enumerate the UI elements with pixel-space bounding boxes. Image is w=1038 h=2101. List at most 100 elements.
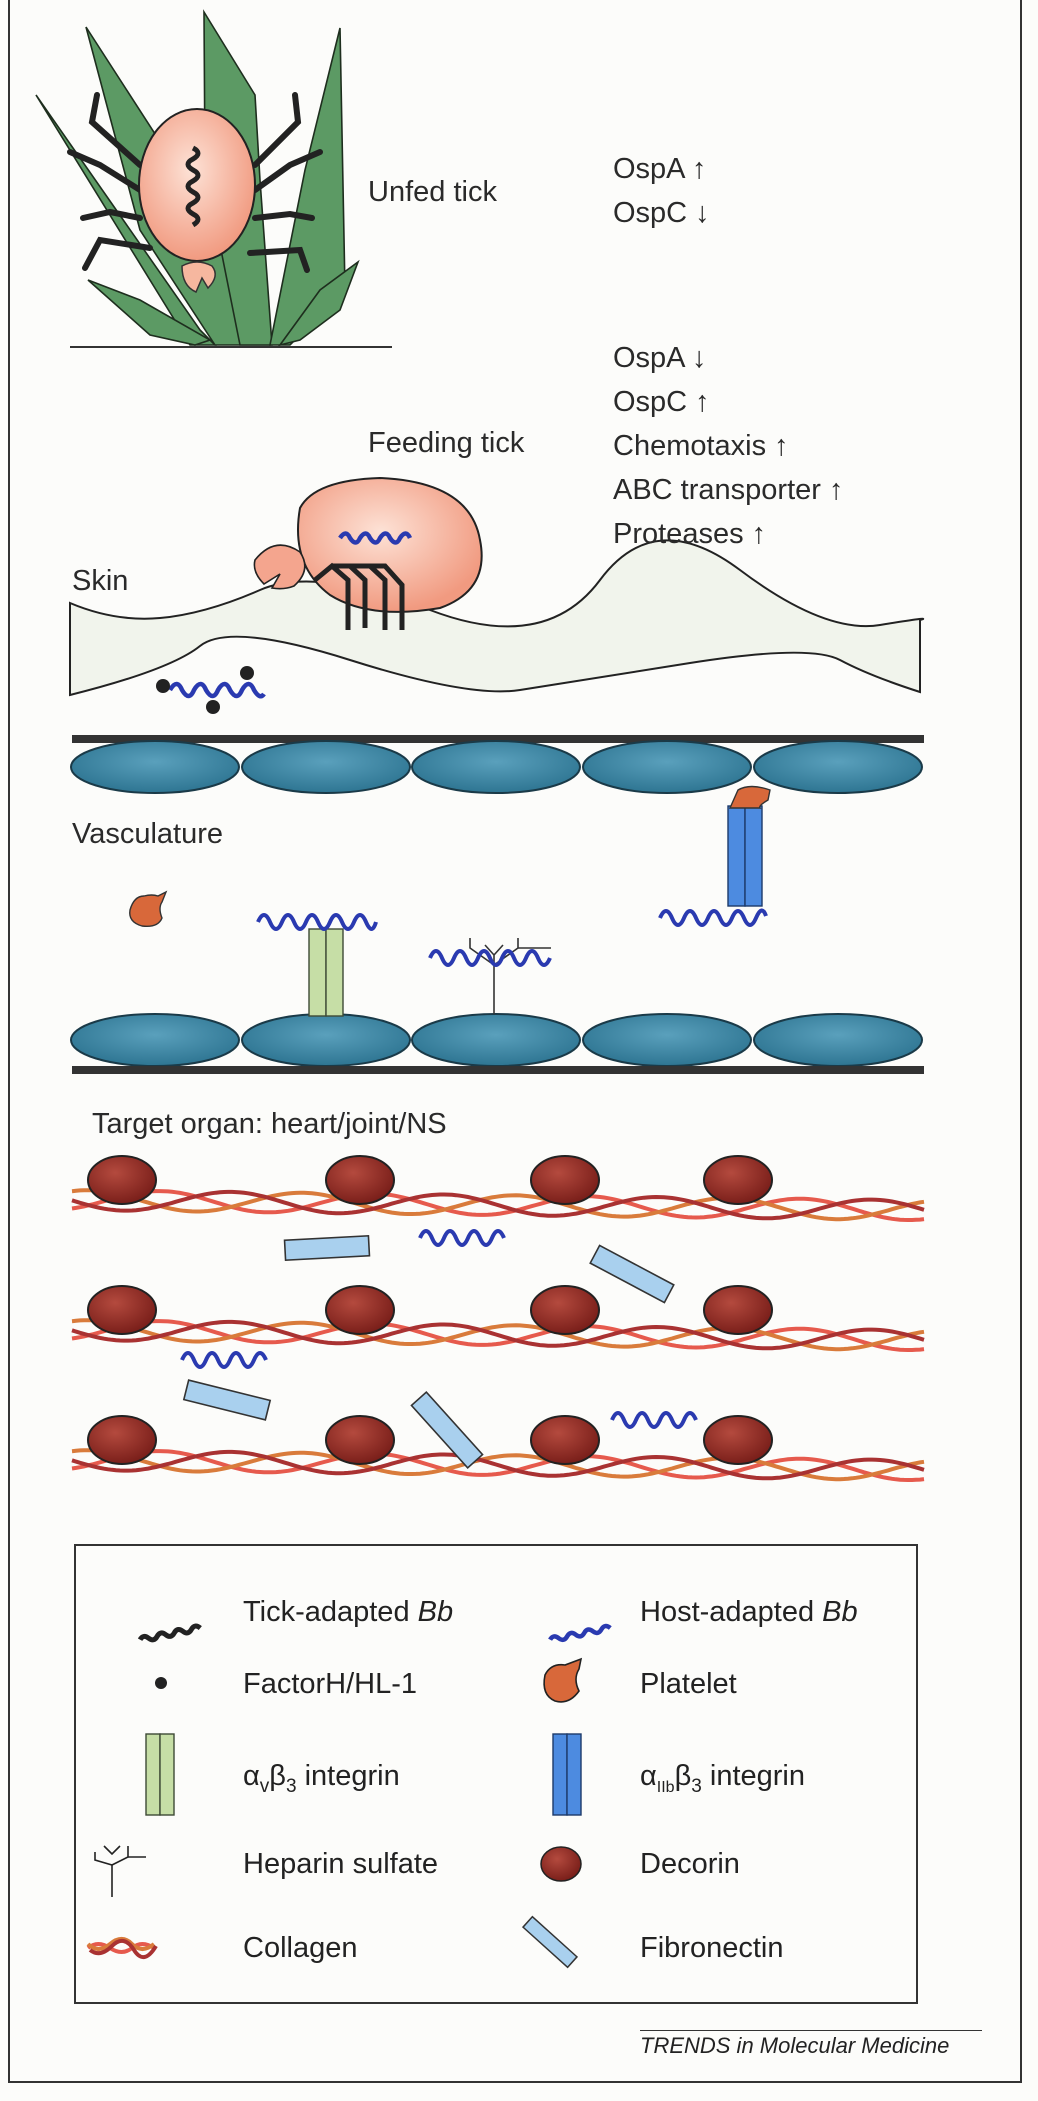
- fibronectin: [410, 1390, 484, 1470]
- platelet-icon: [543, 1657, 583, 1703]
- tick-adapted-spirochete-icon: [137, 1623, 202, 1643]
- heparin-sulfate-icon: [94, 1845, 146, 1897]
- vessel-wall-bottom: [70, 1013, 924, 1074]
- skin-scene: [69, 539, 925, 697]
- legend-icons: [86, 1623, 612, 1969]
- tick-legs-icon: [67, 92, 323, 273]
- sub: 3: [285, 1775, 297, 1797]
- decorin: [530, 1155, 600, 1205]
- collagen-strand: [71, 1448, 925, 1482]
- unfed-tick-body: [138, 108, 256, 262]
- legend-label-factorh: FactorH/HL-1: [243, 1668, 418, 1700]
- decorin: [87, 1155, 157, 1205]
- alpha: α: [243, 1760, 260, 1792]
- factorh-dot-icon: [155, 1677, 167, 1689]
- legend-text: Host-adapted: [640, 1596, 823, 1628]
- avb3-integrin-icon: [145, 1733, 175, 1816]
- decorin: [325, 1155, 395, 1205]
- legend-label-platelet: Platelet: [640, 1668, 737, 1700]
- aiibb3-integrin-icon: [552, 1733, 582, 1816]
- feeding-regulation-list: OspA ↓ OspC ↑ Chemotaxis ↑ ABC transport…: [613, 336, 843, 556]
- skin-label: Skin: [72, 565, 129, 597]
- regulation-item: Chemotaxis ↑: [613, 430, 789, 462]
- figure-frame: [8, 0, 1022, 2083]
- beta: β: [674, 1760, 692, 1792]
- decorin: [325, 1285, 395, 1335]
- legend-text: Tick-adapted: [243, 1596, 418, 1628]
- tick-adapted-spirochete: [185, 145, 201, 228]
- decorin: [87, 1285, 157, 1335]
- skin-layer: [69, 539, 925, 697]
- unfed-tick-scene: [35, 9, 392, 348]
- regulation-item: Proteases ↑: [613, 518, 767, 550]
- factorh-dot: [240, 666, 254, 680]
- unfed-regulation-list: OspA ↑ OspC ↓: [613, 147, 710, 235]
- fibronectin: [589, 1244, 675, 1304]
- feeding-tick: [253, 476, 483, 630]
- target-organ-label: Target organ: heart/joint/NS: [92, 1108, 447, 1140]
- collagen-strand: [71, 1449, 925, 1482]
- legend-box: [74, 1544, 918, 2004]
- legend-text: integrin: [296, 1760, 400, 1792]
- collagen-strand: [71, 1189, 925, 1221]
- host-adapted-spirochete: [180, 1351, 268, 1369]
- sub: IIb: [656, 1778, 675, 1796]
- alpha: α: [640, 1760, 657, 1792]
- host-adapted-spirochete: [418, 1229, 506, 1247]
- skin-spirochete-with-factorh: [156, 666, 266, 714]
- legend-label-fibronectin: Fibronectin: [640, 1932, 784, 1964]
- legend-label-host-adapted: Host-adapted Bb: [640, 1596, 858, 1629]
- decorin: [325, 1415, 395, 1465]
- target-organ-matrix: [71, 1155, 925, 1482]
- legend-italic: Bb: [417, 1596, 454, 1628]
- decorin: [703, 1415, 773, 1465]
- unfed-tick-label: Unfed tick: [368, 176, 497, 208]
- factorh-dot: [206, 700, 220, 714]
- host-adapted-spirochete: [610, 1411, 698, 1429]
- legend-text: integrin: [701, 1760, 805, 1792]
- decorin: [703, 1155, 773, 1205]
- vasculature-label: Vasculature: [72, 818, 223, 850]
- decorin: [87, 1415, 157, 1465]
- collagen-strand: [71, 1318, 925, 1352]
- collagen-strand: [71, 1449, 925, 1481]
- legend-label-avb3-integrin: αvβ3 integrin: [243, 1760, 400, 1798]
- feeding-tick-mouthparts: [253, 544, 306, 590]
- aiibb3-integrin-with-platelet: [658, 785, 771, 927]
- vessel-wall-top: [70, 735, 924, 794]
- collagen-icon: [86, 1937, 158, 1959]
- heparin-sulfate-with-spirochete: [428, 938, 552, 1014]
- host-adapted-spirochete-in-tick: [338, 531, 413, 545]
- regulation-item: ABC transporter ↑: [613, 474, 844, 506]
- regulation-item: OspC ↓: [613, 197, 710, 229]
- collagen-strand: [71, 1319, 925, 1351]
- free-platelet: [129, 890, 168, 928]
- sub: 3: [691, 1775, 702, 1797]
- decorin: [703, 1285, 773, 1335]
- avb3-integrin-with-spirochete: [256, 913, 378, 1017]
- caption-rule: [640, 2030, 982, 2031]
- decorin-icon: [540, 1846, 582, 1882]
- regulation-item: OspA ↓: [613, 342, 707, 374]
- feeding-tick-legs: [313, 562, 405, 630]
- tick-mouthparts: [181, 261, 216, 293]
- legend-label-aiibb3-integrin: αIIbβ3 integrin: [640, 1760, 805, 1798]
- collagen-strand: [71, 1319, 925, 1352]
- legend-label-tick-adapted: Tick-adapted Bb: [243, 1596, 453, 1629]
- sub: v: [259, 1775, 270, 1797]
- legend-label-heparin: Heparin sulfate: [243, 1848, 439, 1880]
- legend-label-collagen: Collagen: [243, 1932, 358, 1964]
- host-adapted-spirochete-icon: [548, 1623, 612, 1643]
- legend-italic: Bb: [822, 1596, 858, 1628]
- figure-caption: TRENDS in Molecular Medicine: [640, 2033, 950, 2058]
- regulation-item: OspA ↑: [613, 153, 707, 185]
- fibronectin-icon: [521, 1915, 579, 1969]
- factorh-dot: [156, 679, 170, 693]
- fibronectin: [182, 1379, 272, 1421]
- collagen-strand: [71, 1189, 925, 1222]
- decorin: [530, 1285, 600, 1335]
- legend-label-decorin: Decorin: [640, 1848, 740, 1880]
- fibronectin: [283, 1234, 371, 1262]
- decorin: [530, 1415, 600, 1465]
